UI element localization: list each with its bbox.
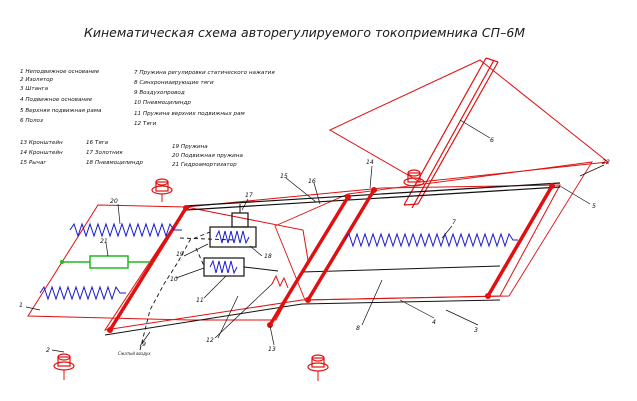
- legend-item: 7 Пружина регулировки статического нажат…: [134, 70, 275, 76]
- legend-item: 5 Верхняя подвижная рама: [20, 108, 102, 114]
- legend-item: 13 Кронштейн: [20, 140, 63, 146]
- legend-item: 20 Подвижная пружина: [172, 153, 243, 159]
- callout: 16: [308, 178, 316, 185]
- legend-item: 19 Пружина: [172, 144, 208, 150]
- callouts: 1 2 3 4 5 6 7 8 9 10 11 12 13 14 15 16 1…: [19, 137, 610, 354]
- levers: [108, 185, 554, 331]
- legend-item: 2 Изолятор: [20, 77, 54, 83]
- legend-item: 14 Кронштейн: [20, 150, 63, 156]
- legend-item: 11 Пружина верхних подвижных рам: [134, 111, 246, 117]
- springs: [39, 222, 518, 301]
- legend-item: 17 Золотник: [86, 150, 123, 156]
- callout: 7: [452, 219, 456, 226]
- callout: 14: [366, 159, 374, 166]
- legend-item: 15 Рычаг: [20, 160, 46, 166]
- callout: 5: [592, 203, 596, 210]
- callout: 1: [19, 302, 23, 309]
- callout: 6: [490, 137, 494, 144]
- pivot-joints: [107, 183, 555, 333]
- legend-item: 9 Воздухопровод: [134, 90, 185, 96]
- air-label: Сжатый воздух: [118, 351, 151, 356]
- callout: 18: [264, 253, 272, 260]
- legend-item: 16 Тяга: [86, 140, 109, 146]
- pneumatic-cylinder-10: [203, 257, 279, 277]
- legend-item: 4 Подвижное основание: [20, 97, 93, 103]
- callout: 10: [170, 276, 178, 283]
- leader-lines: [25, 119, 605, 353]
- callout: 4: [432, 319, 436, 326]
- callout: 9: [142, 341, 146, 348]
- insulator-icon: [307, 354, 329, 381]
- callout: 15: [280, 173, 288, 180]
- callout: 2: [46, 347, 50, 354]
- callout: 17: [245, 192, 253, 199]
- callout: 3: [474, 327, 478, 334]
- air-pipe: [139, 231, 237, 351]
- legend-item: 21 Гидроамортизатор: [172, 162, 237, 168]
- legend-item: 3 Штанга: [20, 86, 49, 92]
- legend-item: 12 Тяги: [134, 121, 157, 127]
- insulator-icon: [151, 178, 173, 202]
- spring-20: [69, 222, 182, 238]
- callout: 20: [110, 198, 118, 205]
- diagram-title: Кинематическая схема авторегулируемого т…: [84, 25, 525, 40]
- legend: 1 Неподвижное основание 2 Изолятор 3 Шта…: [20, 69, 275, 168]
- callout: 13: [268, 346, 276, 353]
- callout: 21: [100, 238, 108, 245]
- insulator-icon: [53, 353, 75, 380]
- legend-item: 8 Синхронизирующие тяги: [134, 80, 214, 86]
- insulator-icons: [53, 169, 425, 381]
- pneumatic-cylinder-18: [209, 204, 257, 248]
- callout: 8: [356, 325, 360, 332]
- callout: 11: [196, 297, 204, 304]
- legend-item: 10 Пневмоцилиндр: [134, 100, 191, 106]
- spring-11: [271, 274, 289, 289]
- legend-item: 6 Полоз: [20, 118, 43, 124]
- callout: 12: [206, 337, 214, 344]
- upper-frame-plane: [274, 161, 593, 301]
- damper: [60, 255, 150, 269]
- skid-frame: [328, 59, 610, 183]
- spring-7: [344, 232, 518, 248]
- legend-item: 18 Пневмоцилиндр: [86, 160, 143, 166]
- bow-bars: [403, 57, 499, 209]
- spring-lower-left: [39, 285, 126, 301]
- callout: 22: [602, 159, 610, 166]
- legend-item: 1 Неподвижное основание: [20, 69, 100, 75]
- callout: 19: [176, 251, 184, 258]
